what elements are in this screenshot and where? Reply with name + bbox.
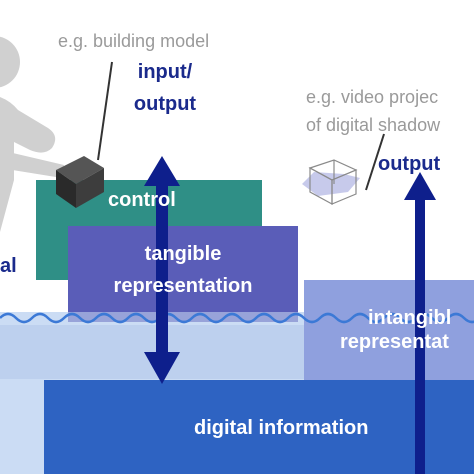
building-note-pointer: [97, 61, 113, 161]
intangible-label-1: intangibl: [368, 307, 452, 329]
output-label: output: [378, 153, 441, 175]
person-silhouette-icon: [0, 36, 64, 232]
tangible-label-2: representation: [113, 275, 253, 297]
building-note: e.g. building model: [58, 31, 210, 51]
tangible-block-underwater: [68, 312, 298, 322]
intangible-block: [304, 280, 474, 380]
control-label: control: [108, 189, 176, 211]
input-output-label-1: input/: [137, 61, 193, 83]
tangible-label-1: tangible: [144, 243, 222, 265]
intangible-label-2: representat: [340, 331, 449, 353]
digital-information-label: digital information: [194, 417, 369, 439]
up-arrow-icon: [404, 172, 436, 474]
water-wave-line: [0, 312, 474, 324]
input-output-label-2: output: [133, 93, 197, 115]
tangible-block: [68, 226, 298, 312]
video-note-line-2: of digital shadow: [306, 115, 441, 135]
physical-fragment-label: al: [0, 255, 17, 277]
video-note-line-1: e.g. video projec: [306, 87, 439, 107]
video-note-pointer: [365, 133, 385, 191]
wireframe-cube-icon: [302, 159, 360, 206]
dark-cube-icon: [56, 156, 104, 208]
double-arrow-icon: [144, 156, 180, 384]
digital-information-block: [44, 380, 474, 474]
